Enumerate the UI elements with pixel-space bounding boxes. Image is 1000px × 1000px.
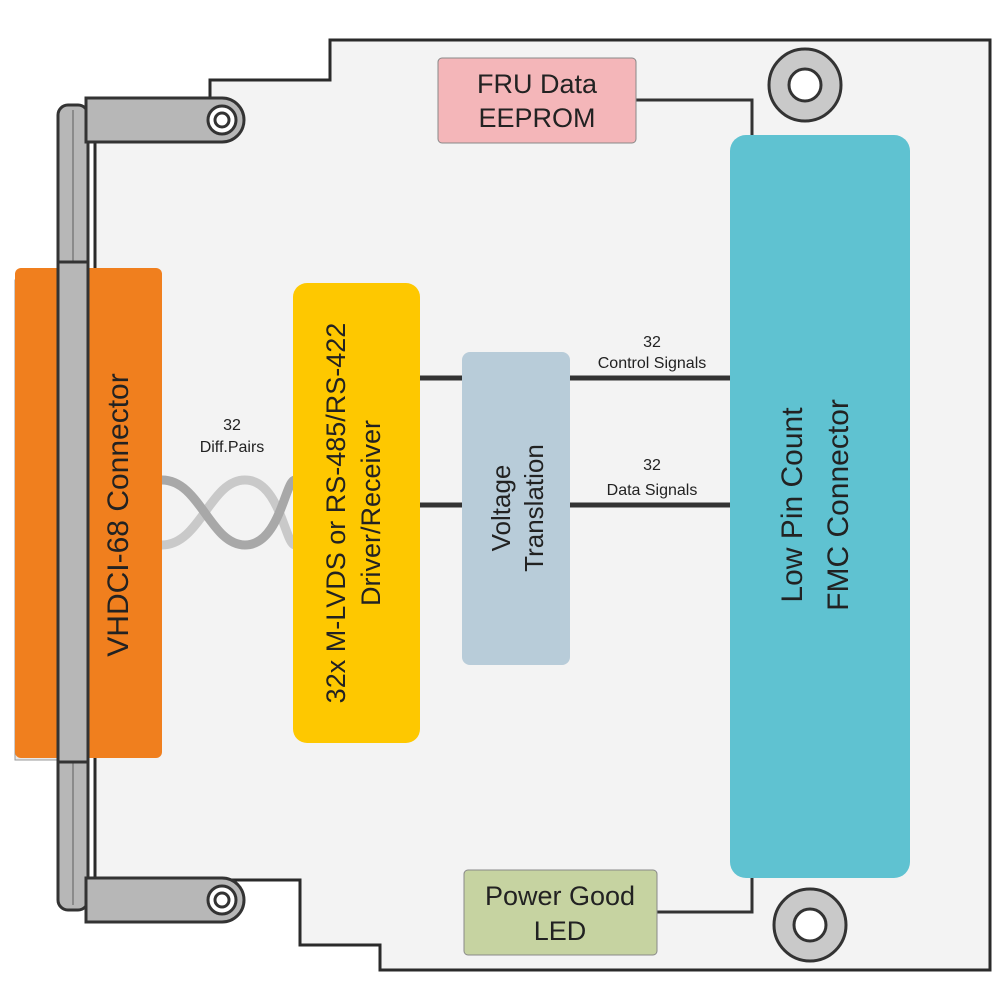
driver-receiver-label-line2: Driver/Receiver <box>356 420 386 606</box>
diff-pairs-count: 32 <box>223 417 241 434</box>
top-right-standoff-hole <box>787 67 823 103</box>
voltage-translation-block <box>462 352 570 665</box>
fmc-connector-block <box>730 135 910 878</box>
driver-receiver-block <box>293 283 420 743</box>
power-to-fmc-wire <box>655 878 754 914</box>
top-mounting-tab <box>84 96 246 144</box>
bottom-left-screw-icon <box>206 884 238 916</box>
voltage-translation-label-line2: Translation <box>519 444 549 572</box>
vhdci-connector-label: VHDCI-68 Connector <box>102 373 135 656</box>
diff-pairs-twist-icon <box>161 475 298 550</box>
voltage-translation-label-line1: Voltage <box>486 465 516 552</box>
power-good-label-line1: Power Good <box>485 881 635 911</box>
control-signals-count: 32 <box>643 334 661 351</box>
top-left-screw-icon <box>206 104 238 136</box>
driver-receiver-label-line1: 32x M-LVDS or RS-485/RS-422 <box>321 323 351 704</box>
fmc-connector-label-line2: FMC Connector <box>822 399 855 611</box>
diff-pairs-label: Diff.Pairs <box>200 439 265 456</box>
fru-to-fmc-wire <box>635 98 754 135</box>
fru-eeprom-block <box>437 57 637 144</box>
bracket-overlay <box>56 260 90 764</box>
bottom-mounting-tab <box>84 876 246 924</box>
control-signals-label: Control Signals <box>598 355 707 372</box>
fru-eeprom-label-line2: EEPROM <box>478 103 595 133</box>
power-good-label-line2: LED <box>534 916 587 946</box>
data-signals-label: Data Signals <box>607 482 698 499</box>
fmc-connector-label-line1: Low Pin Count <box>776 407 809 603</box>
bottom-right-standoff-hole <box>792 907 828 943</box>
fru-eeprom-label-line1: FRU Data <box>477 69 598 99</box>
power-good-led-block <box>463 869 658 956</box>
top-left-screw-inner <box>213 111 231 129</box>
data-signals-count: 32 <box>643 457 661 474</box>
bottom-left-screw-inner <box>213 891 231 909</box>
